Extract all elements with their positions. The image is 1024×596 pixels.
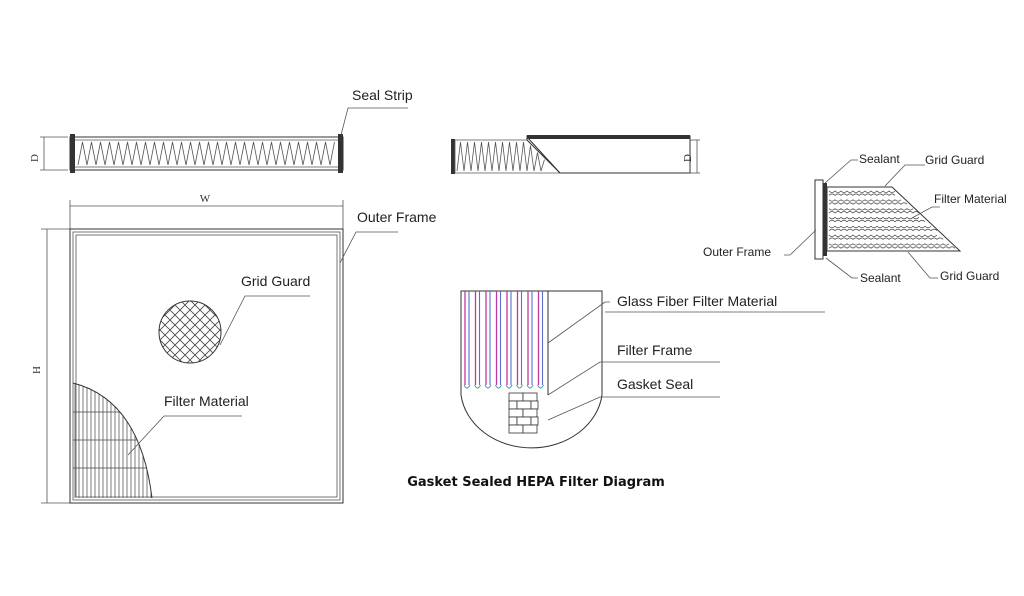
gasket-block <box>522 424 538 434</box>
pleat-fold <box>505 384 513 389</box>
pleat-fold <box>526 384 534 389</box>
filter-wave <box>828 225 932 229</box>
dim-d-label: D <box>29 154 41 162</box>
dim-d2-label: D <box>682 154 694 162</box>
seal-strip-left <box>70 134 75 173</box>
gasket-block <box>516 416 532 426</box>
dim-h-label: H <box>31 366 43 374</box>
dim-w-label: W <box>200 193 211 205</box>
r-sealant-bottom-label: Sealant <box>860 271 901 285</box>
front-view: W H <box>31 193 344 504</box>
filter-wave <box>828 208 914 211</box>
outer-frame-label: Outer Frame <box>357 209 437 225</box>
filter-wave <box>828 228 938 232</box>
filter-material-hatch <box>73 383 152 498</box>
seal-strip-label: Seal Strip <box>352 87 413 103</box>
r-outer-frame-label: Outer Frame <box>703 245 771 259</box>
filter-material-edge <box>72 382 153 499</box>
side-view-right: D <box>451 135 700 174</box>
filter-wave <box>828 243 950 246</box>
glass-fiber-pleats <box>463 291 544 389</box>
filter-wave <box>828 216 920 220</box>
pleat-zigzag <box>77 141 335 166</box>
filter-wave <box>828 246 956 249</box>
gasket-block <box>516 400 532 410</box>
gasket-block <box>508 416 518 426</box>
filter-wave <box>828 237 944 240</box>
glass-fiber-label: Glass Fiber Filter Material <box>617 293 777 309</box>
gasket-seal-blocks <box>508 392 539 434</box>
gasket-block <box>522 392 538 402</box>
r-grid-guard-top-label: Grid Guard <box>925 153 984 167</box>
diagram-title: Gasket Sealed HEPA Filter Diagram <box>407 475 665 490</box>
gasket-block <box>530 400 539 410</box>
filter-frame-label: Filter Frame <box>617 342 693 358</box>
gasket-block <box>508 424 524 434</box>
pleat-fold <box>516 384 523 389</box>
r-filter-material-label: Filter Material <box>934 192 1007 206</box>
grid-guard-circle <box>158 300 222 364</box>
pleat-zigzag-right <box>456 141 545 172</box>
detail-outline <box>460 290 603 449</box>
gasket-block <box>508 400 518 410</box>
filter-wave <box>828 190 896 193</box>
gasket-block <box>508 392 524 402</box>
gasket-block <box>522 408 538 418</box>
grid-guard-label: Grid Guard <box>241 273 310 289</box>
glass-fiber-leader <box>547 301 610 344</box>
outer-frame-section <box>814 179 824 260</box>
outer-frame-leader <box>339 231 398 264</box>
pleat-fold <box>463 384 471 389</box>
filter-wave <box>828 211 920 214</box>
side-view-left: D <box>29 134 344 173</box>
seal-strip-right <box>338 134 343 173</box>
grid-guard-mesh <box>159 301 221 363</box>
pleat-fold <box>495 384 502 389</box>
gasket-detail <box>460 290 603 449</box>
gasket-block <box>508 408 524 418</box>
r-sealant-top-label: Sealant <box>859 152 900 166</box>
pleat-fold <box>474 384 481 389</box>
filter-material-waves <box>828 190 956 249</box>
seal-strip-leader <box>340 107 408 136</box>
filter-material-leader <box>127 415 242 456</box>
gasket-seal-label: Gasket Seal <box>617 376 693 392</box>
filter-material-label: Filter Material <box>164 393 249 409</box>
filter-wave <box>828 219 926 223</box>
pleat-fold <box>537 384 544 389</box>
gasket-seal-leader <box>547 396 720 421</box>
filter-wave <box>828 193 896 196</box>
r-grid-guard-bottom-label: Grid Guard <box>940 269 999 283</box>
outer-frame <box>69 228 344 504</box>
filter-frame-leader <box>547 361 720 396</box>
filter-wave <box>828 202 908 205</box>
grid-guard-leader <box>219 295 310 346</box>
filter-wave <box>828 199 902 202</box>
filter-wave <box>828 234 938 237</box>
cross-section-right <box>814 179 962 260</box>
pleat-fold <box>484 384 492 389</box>
gasket-block <box>530 416 539 426</box>
